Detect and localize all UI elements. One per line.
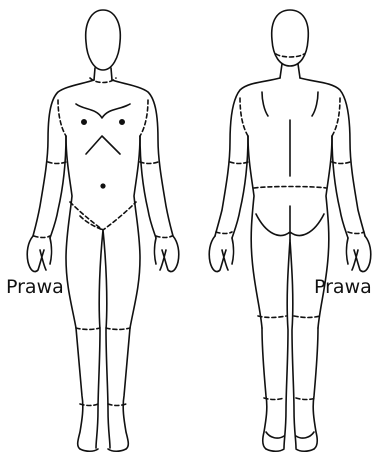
back-buttocks [256, 206, 324, 240]
back-inner-arm-left [232, 136, 248, 238]
back-leg-left-outer [262, 328, 267, 449]
back-scapula-left [262, 92, 268, 116]
front-inner-arm-right [140, 136, 156, 238]
back-heels [266, 432, 314, 438]
front-leg-left-outer [76, 328, 83, 449]
front-navel [101, 184, 105, 188]
front-body-figure [27, 10, 179, 451]
front-nipple-right [120, 120, 124, 124]
front-feet [80, 449, 126, 451]
front-leg-right-outer [123, 328, 130, 449]
front-outline-left [33, 80, 94, 236]
back-side-label: Prawa [314, 278, 372, 297]
back-feet [266, 449, 314, 451]
front-hand-left [27, 236, 51, 272]
back-leg-right-outer [313, 328, 318, 449]
back-hand-left [209, 236, 233, 272]
front-ribcage [86, 136, 120, 154]
front-head [86, 10, 121, 70]
front-dashed-regions [34, 78, 172, 406]
back-body-figure [209, 10, 371, 451]
front-nipple-left [82, 120, 86, 124]
front-chest [76, 104, 130, 118]
back-waist-right [318, 136, 332, 328]
back-scapula-right [312, 92, 318, 116]
front-leg-inner [96, 230, 110, 448]
front-side-label: Prawa [6, 278, 64, 297]
front-outline-right [112, 80, 173, 236]
front-inner-arm-left [50, 136, 66, 238]
back-hand-right [347, 236, 371, 272]
back-leg-inner [284, 240, 296, 448]
front-waist-left [66, 136, 76, 328]
back-waist-left [248, 136, 262, 328]
front-waist-right [130, 136, 140, 328]
front-hand-right [155, 236, 179, 272]
back-inner-arm-right [332, 136, 348, 238]
